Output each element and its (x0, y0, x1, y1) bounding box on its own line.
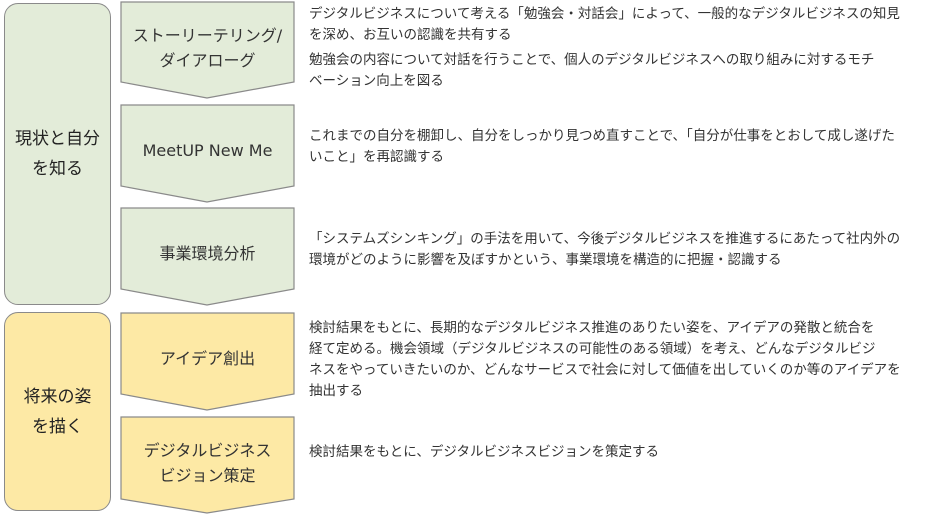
phase-future-line1: 将来の姿 (23, 386, 92, 407)
phase-current-line2: を知る (32, 159, 83, 179)
step-label-meetup-line1: MeetUP New Me (142, 141, 273, 160)
desc-vision: 検討結果をもとに、デジタルビジネスビジョンを策定する (309, 444, 660, 460)
desc-environment-analysis: 「システムズシンキング」の手法を用いて、今後デジタルビジネスを推進するにあたって… (309, 231, 901, 268)
step-arrow-storytelling (120, 1, 295, 99)
step-label-idea-creation: アイデア創出 (121, 346, 294, 371)
step-arrow-vision (120, 416, 295, 514)
step-label-vision: デジタルビジネス ビジョン策定 (121, 438, 294, 488)
step-arrow-environment-analysis (120, 207, 295, 306)
phase-future-vision: 将来の姿 を描く (4, 312, 111, 511)
step-label-environment-analysis: 事業環境分析 (121, 241, 294, 266)
step-label-idea-creation-line1: アイデア創出 (159, 349, 256, 368)
step-label-vision-line2: ビジョン策定 (159, 466, 256, 485)
desc-storytelling-1: デジタルビジネスについて考える「勉強会・対話会」によって、一般的なデジタルビジネ… (309, 6, 900, 43)
step-label-environment-analysis-line1: 事業環境分析 (159, 244, 256, 263)
phase-future-line2: を描く (32, 416, 83, 437)
phase-current-line1: 現状と自分 (15, 129, 100, 149)
step-label-vision-line1: デジタルビジネス (143, 441, 272, 460)
step-label-meetup: MeetUP New Me (121, 138, 294, 163)
desc-storytelling-2: 勉強会の内容について対話を行うことで、個人のデジタルビジネスへの取り組みに対する… (309, 52, 875, 89)
step-label-storytelling-line2: ダイアローグ (159, 51, 256, 70)
step-arrow-idea-creation (120, 312, 295, 411)
step-arrow-meetup (120, 104, 295, 203)
phase-current-self: 現状と自分 を知る (4, 3, 111, 305)
step-label-storytelling: ストーリーテリング/ ダイアローグ (121, 23, 294, 73)
step-label-storytelling-line1: ストーリーテリング/ (132, 26, 283, 45)
desc-meetup: これまでの自分を棚卸し、自分をしっかり見つめ直すことで、「自分が仕事をとおして成… (309, 128, 895, 165)
desc-idea-creation: 検討結果をもとに、長期的なデジタルビジネス推進のありたい姿を、アイデアの発散と統… (309, 320, 901, 399)
